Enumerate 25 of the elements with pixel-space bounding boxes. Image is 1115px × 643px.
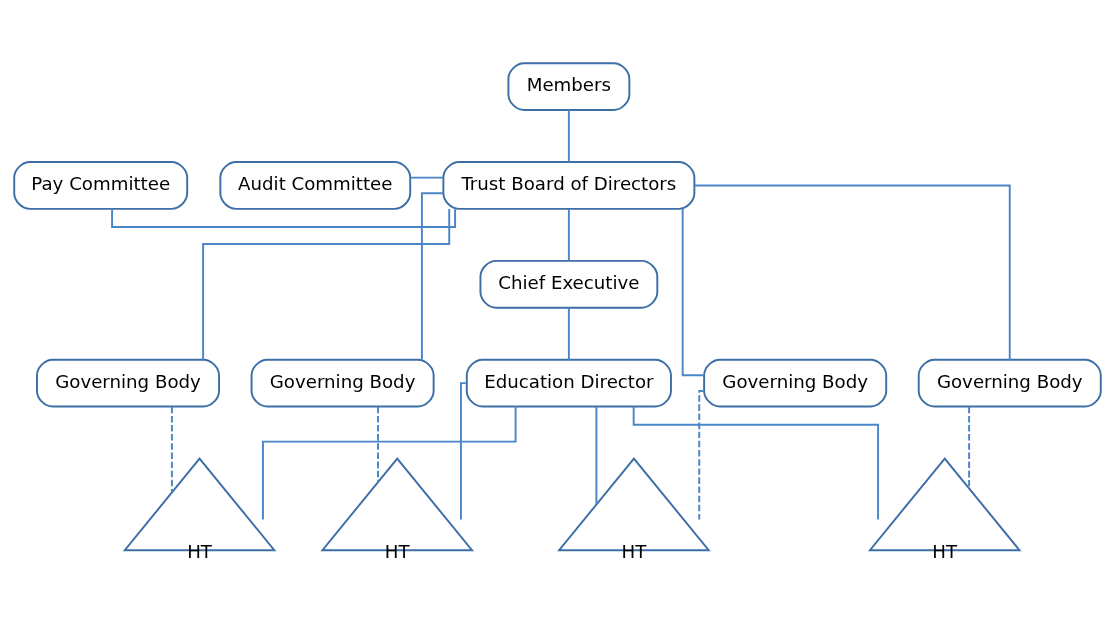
node-box: Governing Body — [36, 358, 221, 407]
connector — [409, 176, 445, 179]
node-box: Chief Executive — [479, 259, 659, 309]
node-box: Governing Body — [917, 358, 1102, 407]
node-box: Audit Committee — [219, 160, 412, 210]
connector — [567, 207, 570, 262]
node-box: Education Director — [465, 358, 672, 407]
connector — [459, 381, 468, 521]
connector — [261, 405, 517, 521]
connector — [595, 405, 598, 505]
connector — [968, 405, 971, 489]
connector — [698, 389, 705, 521]
connector — [202, 207, 451, 360]
connector — [567, 306, 570, 360]
connector — [420, 191, 444, 360]
connector — [377, 405, 379, 483]
node-box: Governing Body — [250, 358, 435, 407]
node-box: Governing Body — [703, 358, 888, 407]
node-box: Pay Committee — [13, 160, 189, 210]
node-box: Members — [507, 61, 631, 111]
connector — [693, 183, 1011, 361]
connector — [681, 207, 705, 376]
connector — [567, 108, 570, 163]
connector — [170, 405, 173, 493]
node-box: Trust Board of Directors — [442, 160, 696, 210]
